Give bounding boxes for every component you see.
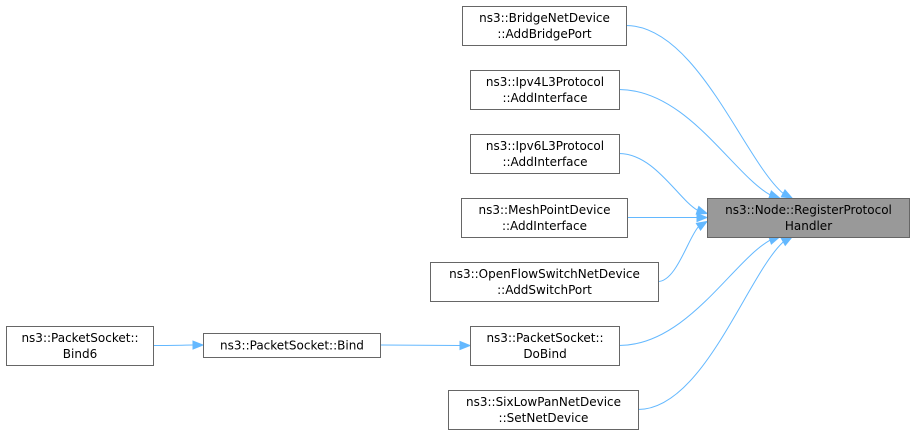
node-openflow-label-line-1: ::AddSwitchPort [497, 283, 592, 297]
edge-openflow-to-register-arrowhead [695, 220, 709, 232]
node-bind[interactable]: ns3::PacketSocket::Bind [203, 333, 381, 358]
node-dobind[interactable]: ns3::PacketSocket::DoBind [470, 326, 620, 366]
edge-ipv4-to-register [618, 89, 771, 196]
edge-openflow-to-register [657, 226, 699, 282]
node-register-label-line-1: Handler [785, 219, 832, 233]
edge-bind6-to-bind-arrowhead [192, 340, 205, 350]
node-openflow[interactable]: ns3::OpenFlowSwitchNetDevice::AddSwitchP… [430, 262, 659, 302]
node-sixlowpan-box[interactable] [448, 390, 639, 430]
node-sixlowpan-label-line-1: ::SetNetDevice [499, 411, 589, 425]
node-dobind-box[interactable] [470, 326, 620, 366]
node-bind-box[interactable] [203, 333, 381, 358]
edge-sixlowpan-to-register-arrowhead [780, 236, 794, 247]
node-mesh-label-line-0: ns3::MeshPointDevice [478, 203, 610, 217]
node-dobind-label-line-1: DoBind [523, 347, 566, 361]
node-ipv4[interactable]: ns3::Ipv4L3Protocol::AddInterface [470, 70, 620, 110]
edge-bind-to-dobind-arrowhead [459, 340, 472, 351]
node-mesh[interactable]: ns3::MeshPointDevice::AddInterface [461, 198, 628, 238]
node-bridge-label-line-1: ::AddBridgePort [497, 27, 592, 41]
node-ipv6-label-line-1: ::AddInterface [502, 155, 587, 169]
edge-ipv6-to-register-arrowhead [695, 205, 709, 215]
edge-bridge-to-register-arrowhead [780, 188, 794, 199]
edge-bridge-to-register [625, 25, 784, 194]
edge-ipv4-to-register-arrowhead [768, 190, 781, 200]
node-bind6[interactable]: ns3::PacketSocket::Bind6 [6, 326, 154, 366]
node-dobind-label-line-0: ns3::PacketSocket:: [486, 331, 603, 345]
node-bind6-label-line-0: ns3::PacketSocket:: [21, 331, 138, 345]
node-register-label-line-0: ns3::Node::RegisterProtocol [725, 203, 892, 217]
node-openflow-box[interactable] [430, 262, 659, 302]
node-openflow-label-line-0: ns3::OpenFlowSwitchNetDevice [449, 267, 640, 281]
node-bridge[interactable]: ns3::BridgeNetDevice::AddBridgePort [462, 6, 627, 46]
node-ipv4-label-line-1: ::AddInterface [502, 91, 587, 105]
edges [152, 25, 794, 410]
node-register-box[interactable] [707, 198, 910, 238]
edge-dobind-to-register [618, 239, 771, 346]
edge-sixlowpan-to-register [637, 241, 784, 410]
node-bind-label-line-0: ns3::PacketSocket::Bind [220, 339, 364, 353]
edge-mesh-to-register-arrowhead [696, 212, 709, 223]
node-mesh-label-line-1: ::AddInterface [502, 219, 587, 233]
node-ipv6-box[interactable] [470, 134, 620, 174]
node-ipv6-label-line-0: ns3::Ipv6L3Protocol [486, 139, 604, 153]
node-bridge-box[interactable] [462, 6, 627, 46]
node-bridge-label-line-0: ns3::BridgeNetDevice [479, 11, 610, 25]
node-ipv4-box[interactable] [470, 70, 620, 110]
edge-ipv6-to-register [618, 153, 698, 211]
node-bind6-label-line-1: Bind6 [63, 347, 97, 361]
node-sixlowpan[interactable]: ns3::SixLowPanNetDevice::SetNetDevice [448, 390, 639, 430]
node-mesh-box[interactable] [461, 198, 628, 238]
node-ipv6[interactable]: ns3::Ipv6L3Protocol::AddInterface [470, 134, 620, 174]
node-bind6-box[interactable] [6, 326, 154, 366]
node-sixlowpan-label-line-0: ns3::SixLowPanNetDevice [466, 395, 621, 409]
node-ipv4-label-line-0: ns3::Ipv4L3Protocol [486, 75, 604, 89]
